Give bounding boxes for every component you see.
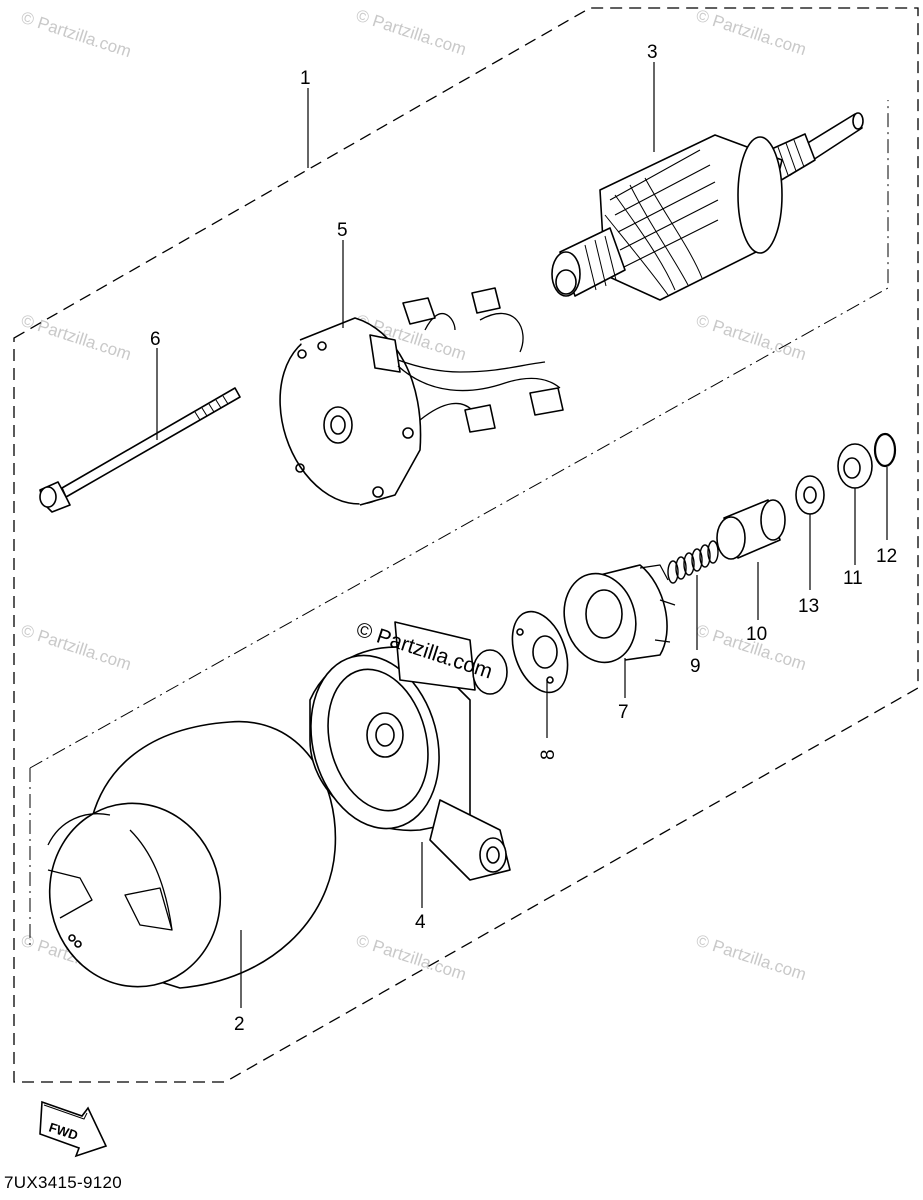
- diagram-code: 7UX3415-9120: [4, 1173, 122, 1192]
- washer: [795, 475, 825, 515]
- brush-holder-plate: [279, 287, 564, 506]
- callout-number: 3: [647, 42, 658, 63]
- watermark-text: © Partzilla.com: [19, 8, 134, 61]
- watermark-text: © Partzilla.com: [694, 6, 809, 59]
- callout-number: 9: [690, 656, 701, 677]
- watermark-text: © Partzilla.com: [19, 621, 134, 674]
- watermark-text: © Partzilla.com: [694, 311, 809, 364]
- stopper-sleeve: [716, 499, 786, 560]
- callout-number: 11: [843, 568, 863, 589]
- callout-numbers: 1 3 5 6 2 4 8 7 9 10 13 11 12: [150, 42, 897, 1035]
- watermark-text: © Partzilla.com: [694, 931, 809, 984]
- callout-number: 4: [415, 912, 426, 933]
- callout-number: 10: [746, 624, 767, 645]
- pinion-stop-plate: [511, 610, 569, 694]
- callout-number: 6: [150, 329, 161, 350]
- callout-number: 12: [876, 546, 897, 567]
- callout-number: 7: [618, 702, 629, 723]
- callout-number: 8: [538, 749, 559, 760]
- watermark-text: © Partzilla.com: [354, 931, 469, 984]
- callout-leader-lines: [156, 62, 888, 1008]
- callout-number: 13: [798, 596, 819, 617]
- watermark-text: © Partzilla.com: [354, 6, 469, 59]
- callout-number: 5: [337, 220, 348, 241]
- armature: [551, 112, 864, 301]
- pinion-clutch: [563, 564, 676, 664]
- assembly-boundary: [13, 7, 919, 1083]
- o-ring: [873, 432, 897, 468]
- bushing: [837, 443, 873, 489]
- front-bracket: [309, 621, 511, 881]
- callout-number: 1: [300, 68, 311, 89]
- through-bolt: [39, 387, 241, 513]
- return-spring: [667, 540, 719, 584]
- callout-number: 2: [234, 1014, 245, 1035]
- yoke-housing: [47, 720, 337, 989]
- forward-direction-arrow-icon: FWD: [39, 1100, 108, 1158]
- watermark-text: © Partzilla.com: [19, 311, 134, 364]
